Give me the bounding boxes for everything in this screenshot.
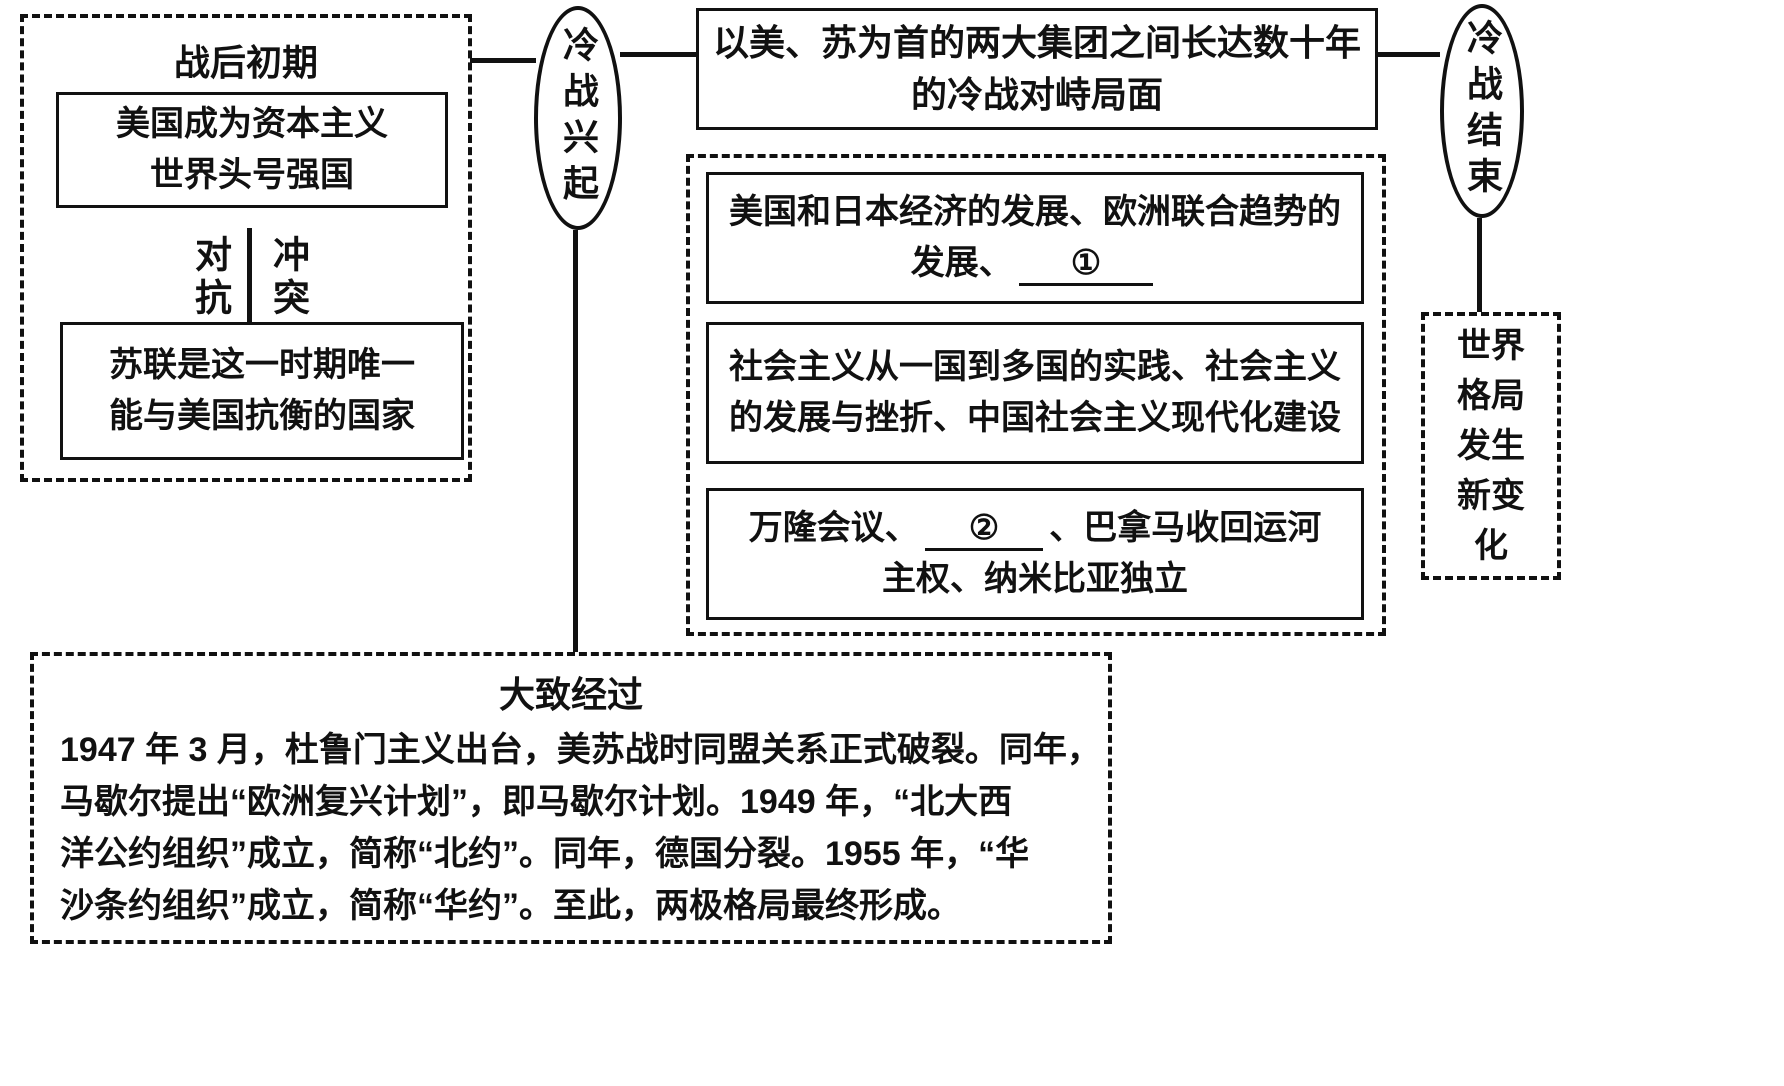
socialism-line2: 的发展与挫折、中国社会主义现代化建设 — [729, 399, 1341, 437]
world-pattern-label: 世界格局发生新变化 — [1457, 327, 1525, 565]
connector-standoff-to-end — [1378, 52, 1440, 57]
confrontation-label: 对抗 — [189, 235, 231, 321]
course-text-line: 1947 年 3 月，杜鲁门主义出台，美苏战时同盟关系正式破裂。同年， — [60, 731, 1101, 769]
connector-rise-to-standoff — [620, 52, 696, 57]
connector-postwar-to-rise — [470, 58, 536, 63]
confrontation-divider — [246, 228, 252, 328]
world-pattern-box: 世界格局发生新变化 — [1421, 312, 1561, 580]
course-section: 大致经过 1947 年 3 月，杜鲁门主义出台，美苏战时同盟关系正式破裂。同年，… — [30, 652, 1112, 944]
connector-rise-to-course — [573, 230, 578, 654]
third-world-line1-prefix: 万隆会议、 — [748, 509, 919, 547]
us-power-line1: 美国成为资本主义 — [116, 105, 388, 143]
course-title: 大致经过 — [498, 674, 643, 715]
third-world-box: 万隆会议、 ② 、巴拿马收回运河 主权、纳米比亚独立 — [706, 488, 1364, 620]
third-world-line1-suffix: 、巴拿马收回运河 — [1049, 509, 1322, 547]
cold-war-end-ellipse: 冷战结束 — [1440, 4, 1524, 218]
effects-section: 美国和日本经济的发展、欧洲联合趋势的 发展、 ① 社会主义从一国到多国的实践、社… — [686, 154, 1386, 636]
blank-2: ② — [924, 509, 1044, 552]
us-power-box: 美国成为资本主义 世界头号强国 — [56, 92, 448, 208]
standoff-line2: 的冷战对峙局面 — [910, 74, 1163, 115]
socialism-line1: 社会主义从一国到多国的实践、社会主义 — [729, 348, 1341, 386]
standoff-box: 以美、苏为首的两大集团之间长达数十年 的冷战对峙局面 — [696, 8, 1378, 130]
standoff-line1: 以美、苏为首的两大集团之间长达数十年 — [712, 21, 1361, 63]
conflict-label: 冲突 — [267, 235, 309, 321]
postwar-section: 战后初期 美国成为资本主义 世界头号强国 对抗 冲突 苏联是这一时期唯一 能与美… — [20, 14, 472, 482]
economy-line2-prefix: 发展、 — [910, 244, 1013, 282]
course-text-line: 洋公约组织”成立，简称“北约”。同年，德国分裂。1955 年，“华 — [60, 835, 1030, 873]
confrontation-conflict-group: 对抗 冲突 — [114, 228, 384, 328]
cold-war-end-label: 冷战结束 — [1462, 19, 1503, 203]
economy-line1: 美国和日本经济的发展、欧洲联合趋势的 — [729, 193, 1341, 231]
course-text: 1947 年 3 月，杜鲁门主义出台，美苏战时同盟关系正式破裂。同年， 马歇尔提… — [60, 724, 1101, 932]
economy-box: 美国和日本经济的发展、欧洲联合趋势的 发展、 ① — [706, 172, 1364, 304]
blank-1: ① — [1018, 244, 1154, 287]
connector-end-to-world-pattern — [1477, 218, 1482, 314]
ussr-line2: 能与美国抗衡的国家 — [109, 397, 415, 435]
course-text-line: 马歇尔提出“欧洲复兴计划”，即马歇尔计划。1949 年，“北大西 — [60, 783, 1013, 821]
us-power-line2: 世界头号强国 — [150, 156, 354, 194]
ussr-box: 苏联是这一时期唯一 能与美国抗衡的国家 — [60, 322, 464, 460]
cold-war-rise-ellipse: 冷战兴起 — [534, 6, 622, 230]
socialism-box: 社会主义从一国到多国的实践、社会主义 的发展与挫折、中国社会主义现代化建设 — [706, 322, 1364, 464]
course-text-line: 沙条约组织”成立，简称“华约”。至此，两极格局最终形成。 — [60, 887, 961, 925]
postwar-title: 战后初期 — [173, 42, 318, 83]
third-world-line2: 主权、纳米比亚独立 — [882, 560, 1188, 598]
cold-war-rise-label: 冷战兴起 — [558, 26, 599, 210]
ussr-line1: 苏联是这一时期唯一 — [109, 346, 415, 384]
